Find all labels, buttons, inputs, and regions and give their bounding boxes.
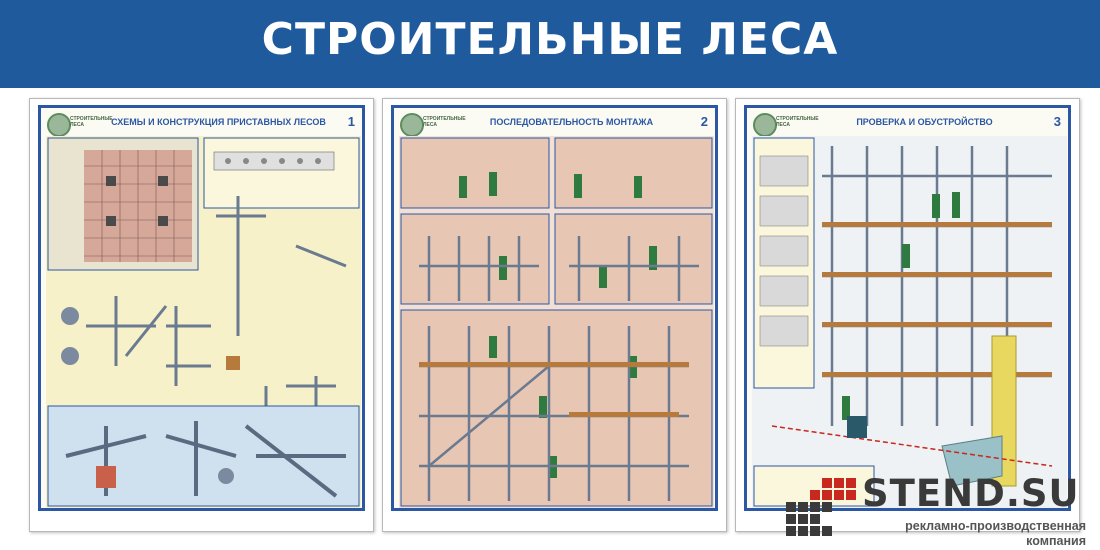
poster-2-frame: СТРОИТЕЛЬНЫЕ ЛЕСА Последовательность мон…: [391, 105, 718, 511]
poster-2-illustration: [399, 136, 714, 508]
page-title: СТРОИТЕЛЬНЫЕ ЛЕСА: [261, 14, 839, 65]
poster-logo-text: СТРОИТЕЛЬНЫЕ ЛЕСА: [776, 116, 819, 128]
poster-logo-icon: [753, 113, 777, 137]
poster-3[interactable]: СТРОИТЕЛЬНЫЕ ЛЕСА Проверка и обустройств…: [735, 98, 1080, 532]
poster-1[interactable]: СТРОИТЕЛЬНЫЕ ЛЕСА Схемы и конструкция пр…: [29, 98, 374, 532]
brand-subtitle-2: компания: [1026, 534, 1086, 548]
poster-logo-icon: [47, 113, 71, 137]
brand-name: STEND.SU: [862, 472, 1080, 515]
poster-1-frame: СТРОИТЕЛЬНЫЕ ЛЕСА Схемы и конструкция пр…: [38, 105, 365, 511]
poster-1-number: 1: [347, 114, 355, 129]
poster-logo-icon: [400, 113, 424, 137]
brand-subtitle: рекламно-производственная: [905, 519, 1086, 533]
poster-1-illustration: [46, 136, 361, 508]
poster-2-number: 2: [700, 114, 708, 129]
poster-2-title: Последовательность монтажа: [489, 117, 654, 127]
poster-1-title: Схемы и конструкция приставных лесов: [111, 117, 326, 127]
brand-logo-icon: [786, 478, 856, 536]
scaffold-scheme-illustration: [46, 136, 361, 508]
inspection-illustration: [752, 136, 1067, 508]
poster-logo-text: СТРОИТЕЛЬНЫЕ ЛЕСА: [423, 116, 466, 128]
poster-2-footnote: [395, 515, 714, 527]
poster-2[interactable]: СТРОИТЕЛЬНЫЕ ЛЕСА Последовательность мон…: [382, 98, 727, 532]
poster-1-footnote: [42, 515, 361, 527]
assembly-sequence-illustration: [399, 136, 714, 508]
header-banner: СТРОИТЕЛЬНЫЕ ЛЕСА: [0, 0, 1100, 88]
poster-logo-text: СТРОИТЕЛЬНЫЕ ЛЕСА: [70, 116, 113, 128]
brand-watermark: STEND.SU рекламно-производственная компа…: [782, 470, 1100, 550]
poster-3-number: 3: [1053, 114, 1061, 129]
poster-3-title: Проверка и обустройство: [856, 117, 993, 127]
poster-3-illustration: [752, 136, 1067, 508]
poster-3-frame: СТРОИТЕЛЬНЫЕ ЛЕСА Проверка и обустройств…: [744, 105, 1071, 511]
